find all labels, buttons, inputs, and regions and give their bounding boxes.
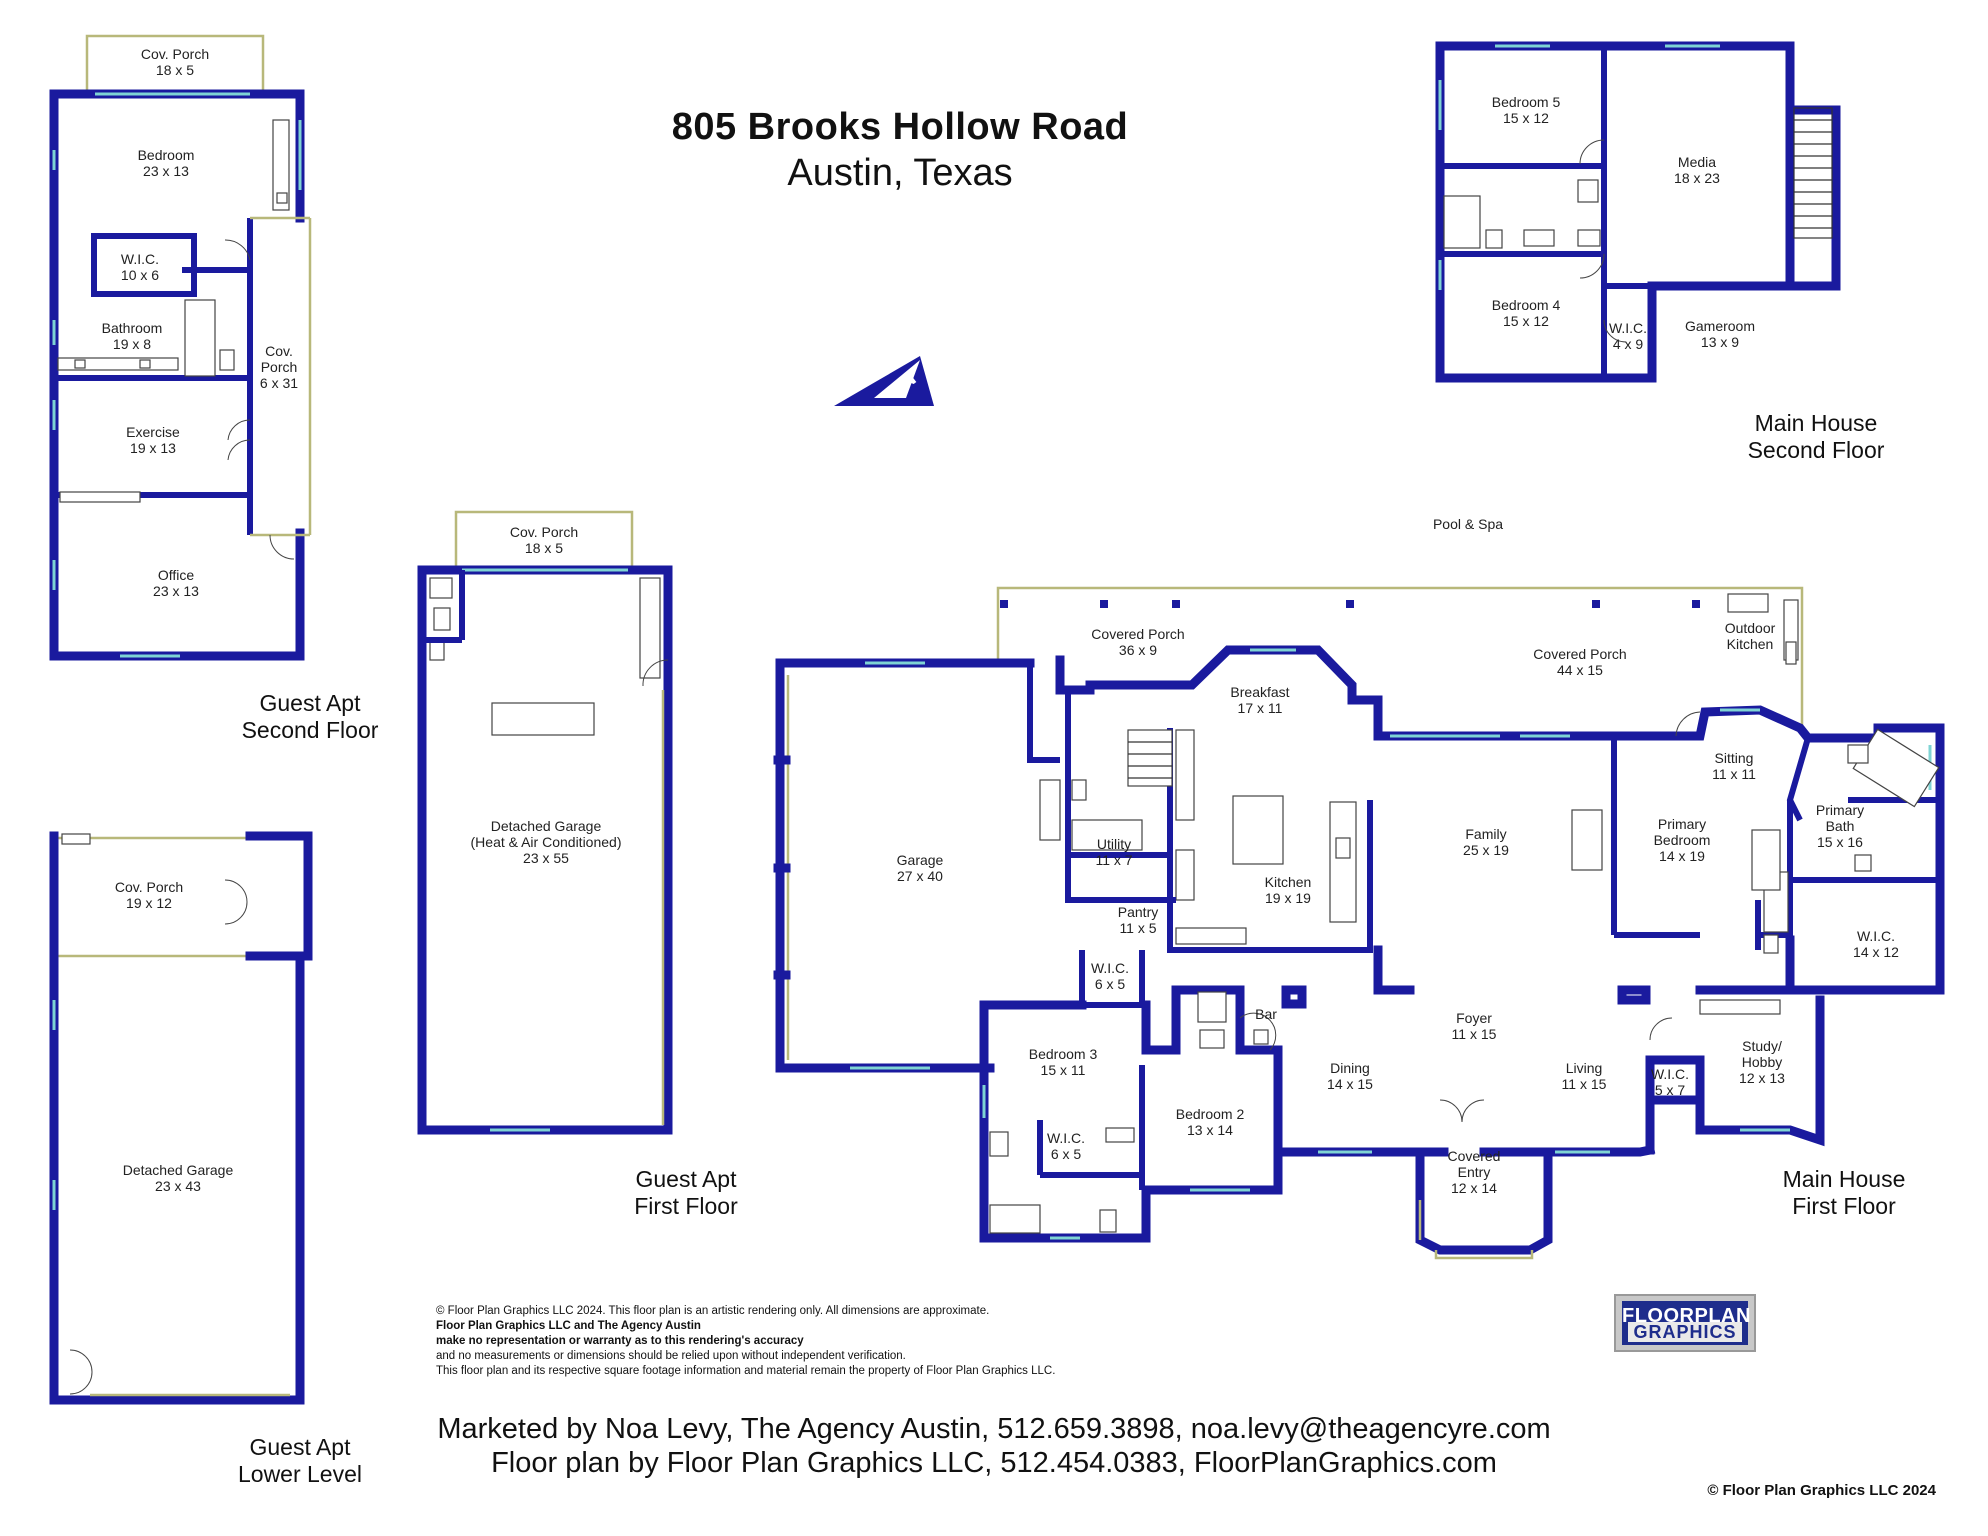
- property-city: Austin, Texas: [787, 152, 1013, 194]
- disclaimer-line: make no representation or warranty as to…: [436, 1335, 804, 1347]
- copyright-notice: © Floor Plan Graphics LLC 2024: [1707, 1482, 1936, 1499]
- caption-main-first-floor: Main House First Floor: [1782, 1166, 1906, 1219]
- room-label: Detached Garage (Heat & Air Conditioned)…: [470, 818, 622, 866]
- room-label: W.I.C.10 x 6: [120, 251, 160, 283]
- caption-guest-second-floor: Guest Apt Second Floor: [241, 690, 379, 743]
- disclaimer: © Floor Plan Graphics LLC 2024. This flo…: [436, 1304, 1055, 1379]
- disclaimer-line: © Floor Plan Graphics LLC 2024. This flo…: [436, 1305, 990, 1317]
- floor-plan-by-line: Floor plan by Floor Plan Graphics LLC, 5…: [491, 1447, 1497, 1479]
- room-label: W.I.C.4 x 9: [1608, 320, 1648, 352]
- caption-guest-first-floor: Guest Apt First Floor: [634, 1166, 738, 1219]
- guest-lower-level-plan: [49, 831, 313, 1405]
- room-label: Outdoor Kitchen: [1724, 620, 1776, 652]
- disclaimer-line: Floor Plan Graphics LLC and The Agency A…: [436, 1320, 701, 1332]
- north-arrow-icon: N: [834, 356, 934, 406]
- caption-guest-lower-level: Guest Apt Lower Level: [237, 1434, 363, 1487]
- room-label: W.I.C.6 x 5: [1090, 960, 1130, 992]
- marketed-by-line: Marketed by Noa Levy, The Agency Austin,…: [437, 1413, 1551, 1445]
- floorplan-graphics-logo: FLOORPLAN GRAPHICS: [1614, 1294, 1756, 1352]
- disclaimer-line: This floor plan and its respective squar…: [436, 1365, 1056, 1377]
- main-first-floor-plan: [773, 586, 1945, 1260]
- room-label: W.I.C.14 x 12: [1853, 928, 1899, 960]
- pool-label: Pool & Spa: [1432, 516, 1504, 532]
- property-address: 805 Brooks Hollow Road: [671, 106, 1129, 148]
- main-second-floor-plan: [1435, 41, 1841, 383]
- room-label: W.I.C.6 x 5: [1046, 1130, 1086, 1162]
- room-label: Bar: [1255, 1006, 1277, 1022]
- room-label: W.I.C.5 x 7: [1650, 1066, 1690, 1098]
- caption-main-second-floor: Main House Second Floor: [1747, 410, 1885, 463]
- disclaimer-line: and no measurements or dimensions should…: [436, 1350, 906, 1362]
- guest-first-floor-plan: [417, 510, 673, 1135]
- guest-second-floor-plan: [49, 34, 312, 661]
